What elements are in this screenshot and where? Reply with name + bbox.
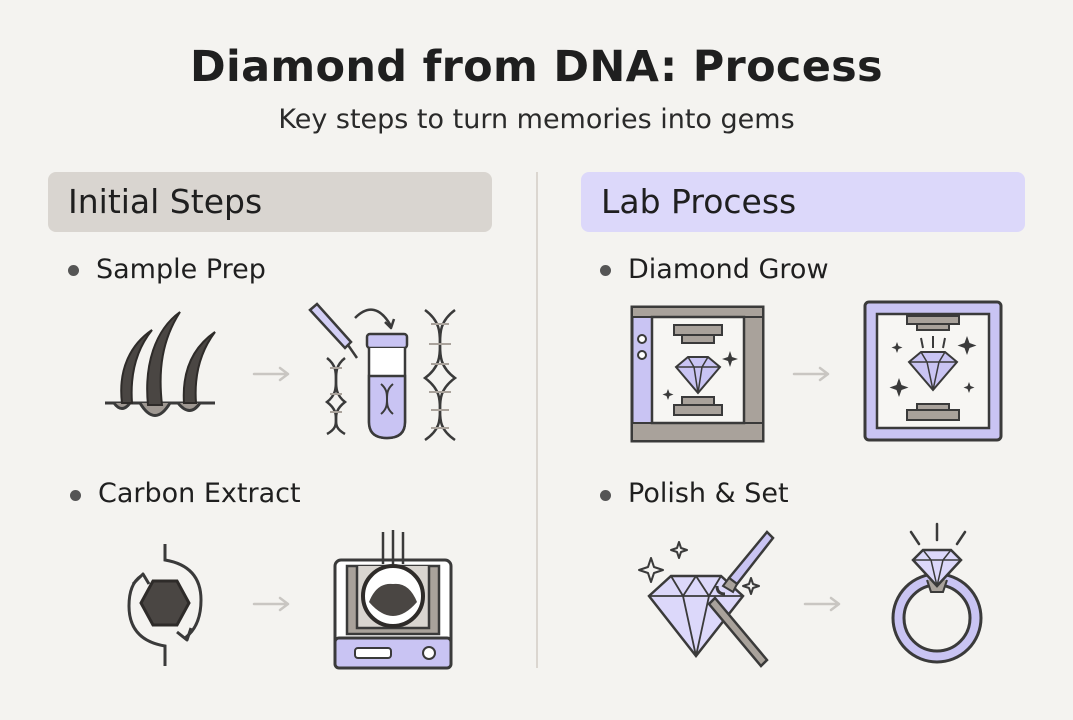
- diamond-ring-icon: [891, 522, 983, 664]
- step-label-polish-set: Polish & Set: [628, 478, 789, 509]
- polishing-diamond-icon: [638, 530, 775, 668]
- bullet: [600, 490, 611, 501]
- bullet: [68, 265, 79, 276]
- arrow-icon: [252, 596, 290, 612]
- arrow-icon: [792, 366, 830, 382]
- growth-chamber-icon: [863, 300, 1003, 442]
- page-subtitle: Key steps to turn memories into gems: [278, 104, 795, 135]
- carbon-cycle-icon: [127, 544, 203, 666]
- step-label-diamond-grow: Diamond Grow: [628, 254, 829, 285]
- arrow-icon: [252, 366, 290, 382]
- step-label-sample-prep: Sample Prep: [96, 254, 266, 285]
- diamond-press-icon: [630, 305, 765, 443]
- dna-vial-icon: [308, 302, 458, 442]
- arrow-icon: [803, 596, 841, 612]
- step-label-carbon-extract: Carbon Extract: [98, 478, 301, 509]
- hair-follicle-icon: [105, 311, 216, 417]
- furnace-icon: [333, 530, 453, 670]
- bullet: [600, 265, 611, 276]
- page-title: Diamond from DNA: Process: [190, 42, 883, 92]
- column-divider: [536, 172, 538, 668]
- bullet: [70, 490, 81, 501]
- section-header-lab-process: Lab Process: [581, 172, 1025, 232]
- section-header-initial-steps: Initial Steps: [48, 172, 492, 232]
